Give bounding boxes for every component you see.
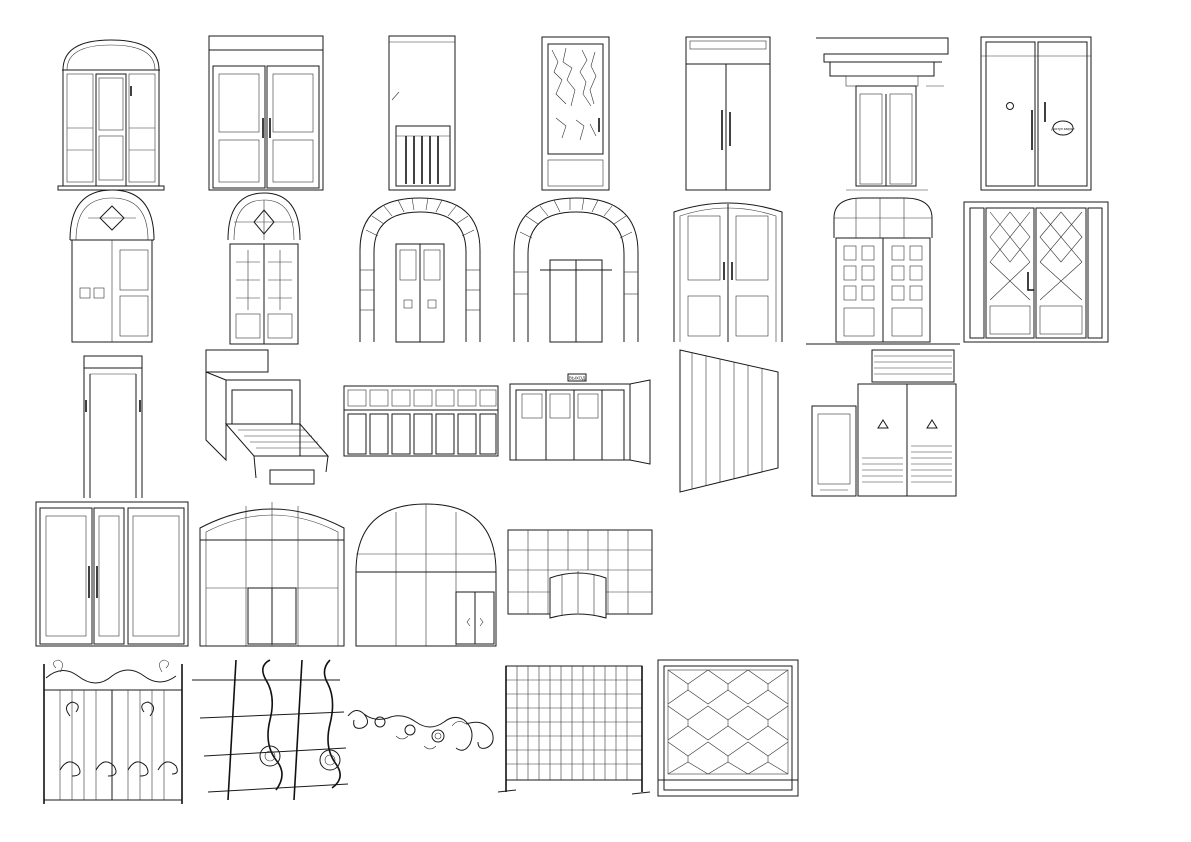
round-badge-text: Доступ закрыт: [1051, 127, 1075, 131]
arched-door-with-diamond-transom: [69, 189, 155, 343]
arched-double-door-with-sidelights: [57, 39, 165, 191]
decorative-scroll-ornament: [347, 710, 494, 751]
brick-arch-portal-door-2: [513, 197, 639, 343]
glass-entrance-door-with-side-panel: [35, 501, 189, 647]
exit-sign-text: ВЫХОД: [569, 376, 585, 381]
arched-storefront-glazing: [199, 502, 345, 647]
partition-wall-panels: [679, 349, 779, 493]
double-glass-door-with-badge: Доступ закрыт: [980, 36, 1092, 191]
geometric-fence-panel: [657, 659, 799, 797]
open-door-frame: [83, 355, 143, 498]
glazed-facade-with-revolving-door: [507, 529, 653, 619]
forged-window-grille: [192, 659, 349, 801]
wrought-iron-gate: [43, 659, 183, 804]
semicircle-arched-storefront: [355, 503, 497, 647]
door-with-decorative-glass: [541, 36, 610, 191]
classic-portal-door-with-cornice: [816, 37, 949, 191]
brick-arch-portal-door: [359, 197, 481, 343]
door-with-louvered-panel: [388, 35, 456, 191]
double-panel-door: [208, 35, 324, 191]
mesh-fence-panel: [497, 665, 651, 795]
double-door-with-exit-sign: ВЫХОД: [509, 373, 651, 465]
row-of-storage-lockers: [343, 385, 499, 457]
narrow-door-with-transom: [685, 36, 771, 191]
arched-glazed-double-door: [227, 192, 301, 345]
classic-arched-double-door: [673, 202, 783, 342]
fold-down-bed-cabinet: [205, 349, 330, 485]
double-door-with-lattice-grille: [963, 201, 1109, 343]
arched-paneled-double-door: [806, 197, 960, 345]
electrical-cabinets-with-warning-signs: [811, 349, 957, 497]
